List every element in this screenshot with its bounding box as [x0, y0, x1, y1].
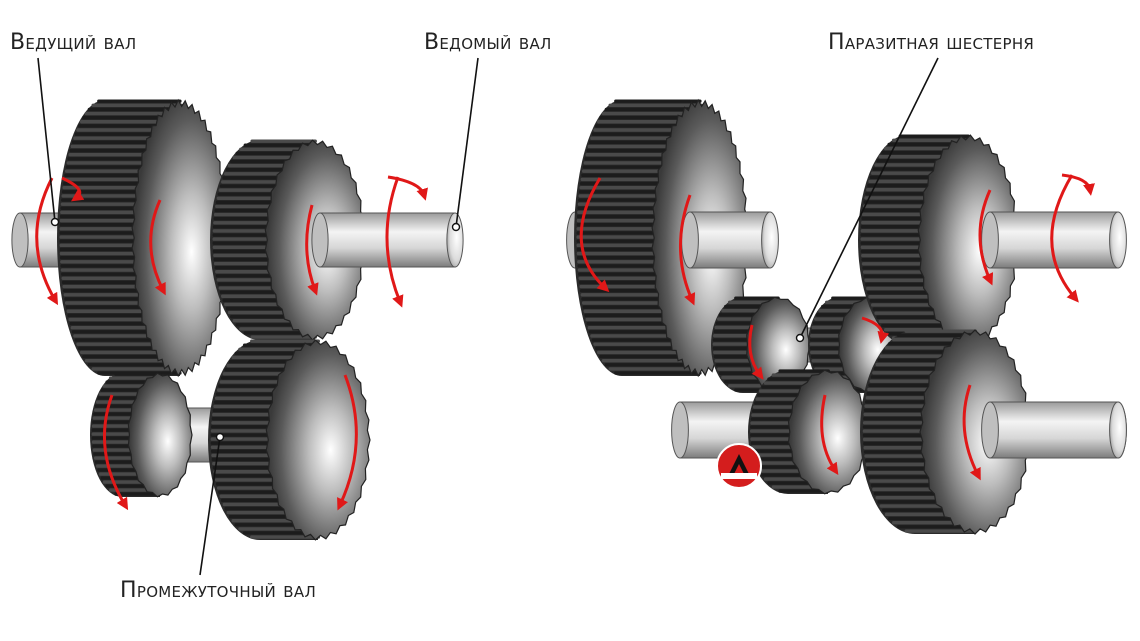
- logo-icon: [716, 443, 762, 489]
- countershaft-small-gear-arrow: [102, 394, 129, 511]
- countershaft-label: Промежуточный вал: [120, 578, 317, 603]
- right-idler-arrow-back: [861, 316, 890, 344]
- driven-shaft-arrow: [385, 176, 404, 308]
- right-driven-gear-arrow: [978, 189, 994, 286]
- right-driven-gear: [858, 134, 1019, 346]
- drive-shaft-leader: [37, 57, 60, 227]
- idler-gear-leader: [795, 57, 939, 343]
- driven-shaft-label: Ведомый вал: [424, 30, 552, 55]
- right-countershaft-front: [981, 401, 1127, 459]
- driven-shaft-leader: [451, 57, 479, 232]
- driven-shaft-arrow-top: [387, 175, 428, 201]
- right-drive-shaft-arrow: [579, 177, 610, 293]
- left-countershaft-small-gear: [90, 372, 193, 498]
- leader-lines-layer: [37, 57, 939, 576]
- right-drive-gear-arrow: [678, 194, 696, 306]
- gears-layer: [57, 98, 1031, 541]
- right-drive-shaft-front: [681, 211, 779, 269]
- rotation-arrows-layer: [35, 173, 1095, 511]
- idler-gear-label: Паразитная шестерня: [828, 30, 1035, 55]
- right-countershaft-gear-1-arrow: [820, 394, 839, 475]
- left-drive-gear: [57, 98, 229, 378]
- countershaft-large-gear-arrow: [337, 374, 358, 511]
- right-drive-gear: [574, 98, 749, 378]
- countershaft-leader: [199, 432, 225, 576]
- right-driven-shaft-arrow: [1050, 174, 1079, 303]
- drive-shaft-arrow-top: [61, 176, 85, 202]
- drive-shaft-label: Ведущий вал: [10, 30, 137, 55]
- drive-shaft-arrow-left: [35, 177, 59, 306]
- right-idler-arrow-front: [748, 324, 764, 380]
- right-countershaft-gear-1: [748, 369, 869, 495]
- left-countershaft-large-gear: [208, 339, 371, 541]
- right-driven-shaft-arrow-top: [1061, 173, 1095, 196]
- right-countershaft-gear-2-arrow: [962, 384, 981, 481]
- drive-gear-arrow: [149, 199, 166, 296]
- right-countershaft-gear-2: [860, 329, 1031, 535]
- driven-gear-arrow: [305, 204, 319, 296]
